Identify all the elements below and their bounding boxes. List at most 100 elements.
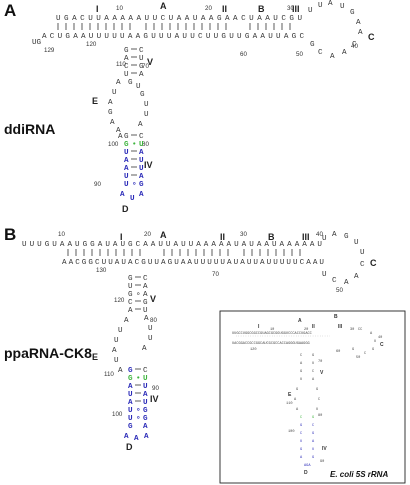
- svg-text:∘: ∘: [136, 415, 141, 423]
- svg-text:A: A: [328, 0, 333, 8]
- svg-text:U: U: [114, 337, 119, 345]
- svg-text:A: A: [118, 367, 123, 375]
- svg-text:A: A: [128, 383, 133, 391]
- svg-text:U: U: [144, 111, 149, 119]
- svg-text:A: A: [139, 173, 144, 181]
- panel-b-num-10: 10: [58, 231, 65, 238]
- svg-text:A: A: [142, 345, 147, 353]
- svg-text:U: U: [124, 173, 129, 181]
- svg-text:C: C: [139, 47, 144, 55]
- panel-a-num-120: 120: [86, 41, 97, 48]
- panel-a-num-30: 30: [287, 5, 294, 12]
- svg-text:U: U: [322, 235, 327, 243]
- svg-text:G: G: [139, 63, 144, 71]
- svg-text:C: C: [124, 63, 129, 71]
- svg-text:C: C: [128, 299, 133, 307]
- svg-text:G: G: [300, 370, 302, 374]
- panel-b-num-100: 100: [112, 411, 123, 418]
- svg-text:A: A: [124, 55, 129, 63]
- svg-text:A: A: [300, 362, 303, 366]
- panel-b-num-30: 30: [240, 231, 247, 238]
- panel-b-domain-A: A: [160, 230, 167, 240]
- svg-text:U: U: [143, 375, 148, 383]
- svg-text:G: G: [312, 432, 314, 436]
- svg-text:U: U: [112, 89, 117, 97]
- svg-text:U: U: [128, 407, 133, 415]
- svg-text:U: U: [340, 3, 345, 11]
- panel-a-num-70: 70: [142, 63, 149, 70]
- svg-text:G: G: [300, 424, 302, 428]
- svg-text:A: A: [128, 399, 133, 407]
- svg-text:A: A: [358, 29, 363, 37]
- inset-ecoli-5s-rrna: UUGCCUGGCGGCCGUAGCGCGGUGGUCCCACCUGACC UA…: [219, 310, 406, 484]
- panel-a-five-prime-tail: UG: [32, 39, 42, 47]
- svg-text:A: A: [330, 53, 335, 61]
- svg-text:U: U: [118, 327, 123, 335]
- svg-text:A: A: [116, 127, 121, 135]
- svg-text:A: A: [118, 133, 123, 141]
- panel-a-domain-IV: IV: [144, 160, 153, 170]
- inset-num-30: 30: [350, 328, 354, 332]
- inset-num-110: 110: [286, 402, 292, 406]
- svg-text:U: U: [312, 362, 314, 366]
- panel-a-name: ddiRNA: [4, 121, 55, 137]
- svg-text:G: G: [124, 133, 129, 141]
- svg-text:A: A: [144, 433, 149, 441]
- svg-text:U: U: [139, 55, 144, 63]
- panel-a-num-60: 60: [240, 51, 247, 58]
- svg-text:U: U: [148, 335, 153, 343]
- panel-b-top-strand: UUUGUAAUGGAUAUGCAAUUAUUAAAAAUAUAAUAAAAAU: [22, 241, 322, 249]
- svg-text:C: C: [352, 41, 357, 49]
- panel-a-helix-base-pairs: [57, 23, 291, 30]
- svg-text:∘: ∘: [136, 407, 141, 415]
- svg-text:G: G: [108, 109, 113, 117]
- panel-b-name: ppaRNA-CK8: [4, 345, 92, 361]
- panel-b-num-120: 120: [114, 297, 125, 304]
- svg-text:U: U: [128, 283, 133, 291]
- svg-text:•: •: [132, 141, 137, 149]
- inset-domain-D: D: [304, 470, 308, 476]
- svg-text:AGA: AGA: [304, 464, 311, 468]
- svg-text:C: C: [318, 398, 320, 402]
- svg-text:C: C: [143, 275, 148, 283]
- svg-text:G: G: [124, 47, 129, 55]
- panel-a-domain-III: III: [292, 4, 300, 14]
- svg-text:A: A: [120, 191, 125, 199]
- inset-num-10: 10: [270, 328, 274, 332]
- svg-text:G: G: [140, 91, 145, 99]
- svg-text:G: G: [143, 407, 148, 415]
- svg-text:C: C: [360, 261, 365, 269]
- svg-text:A: A: [144, 315, 149, 323]
- svg-text:A: A: [128, 307, 133, 315]
- inset-caption: E. coli 5S rRNA: [330, 470, 388, 479]
- panel-a-domain-E: E: [92, 96, 98, 106]
- svg-text:∘: ∘: [136, 291, 141, 299]
- panel-a-domain-V: V: [147, 57, 153, 67]
- svg-text:A: A: [294, 398, 297, 402]
- svg-text:A: A: [116, 79, 121, 87]
- svg-text:G: G: [124, 141, 129, 149]
- svg-text:A: A: [139, 149, 144, 157]
- panel-a-domain-C: C: [368, 32, 375, 42]
- inset-num-120: 120: [250, 348, 256, 352]
- svg-text:C: C: [312, 370, 314, 374]
- svg-text:G: G: [310, 41, 315, 49]
- svg-text:A: A: [312, 440, 315, 444]
- inset-domain-C: C: [380, 342, 384, 348]
- svg-text:A: A: [356, 19, 361, 27]
- svg-text:G: G: [143, 299, 148, 307]
- panel-a-num-50: 50: [296, 51, 303, 58]
- panel-b-domain-V: V: [150, 294, 156, 304]
- svg-text:G: G: [128, 79, 133, 87]
- svg-text:U: U: [143, 383, 148, 391]
- svg-text:U: U: [124, 149, 129, 157]
- svg-text:G: G: [128, 291, 133, 299]
- svg-text:•: •: [136, 375, 141, 383]
- svg-text:G: G: [143, 415, 148, 423]
- svg-text:CC: CC: [358, 328, 362, 332]
- inset-domain-II: II: [312, 324, 315, 330]
- svg-text:A: A: [138, 121, 143, 129]
- panel-a-domain-B: B: [258, 4, 265, 14]
- inset-domain-III: III: [338, 324, 343, 330]
